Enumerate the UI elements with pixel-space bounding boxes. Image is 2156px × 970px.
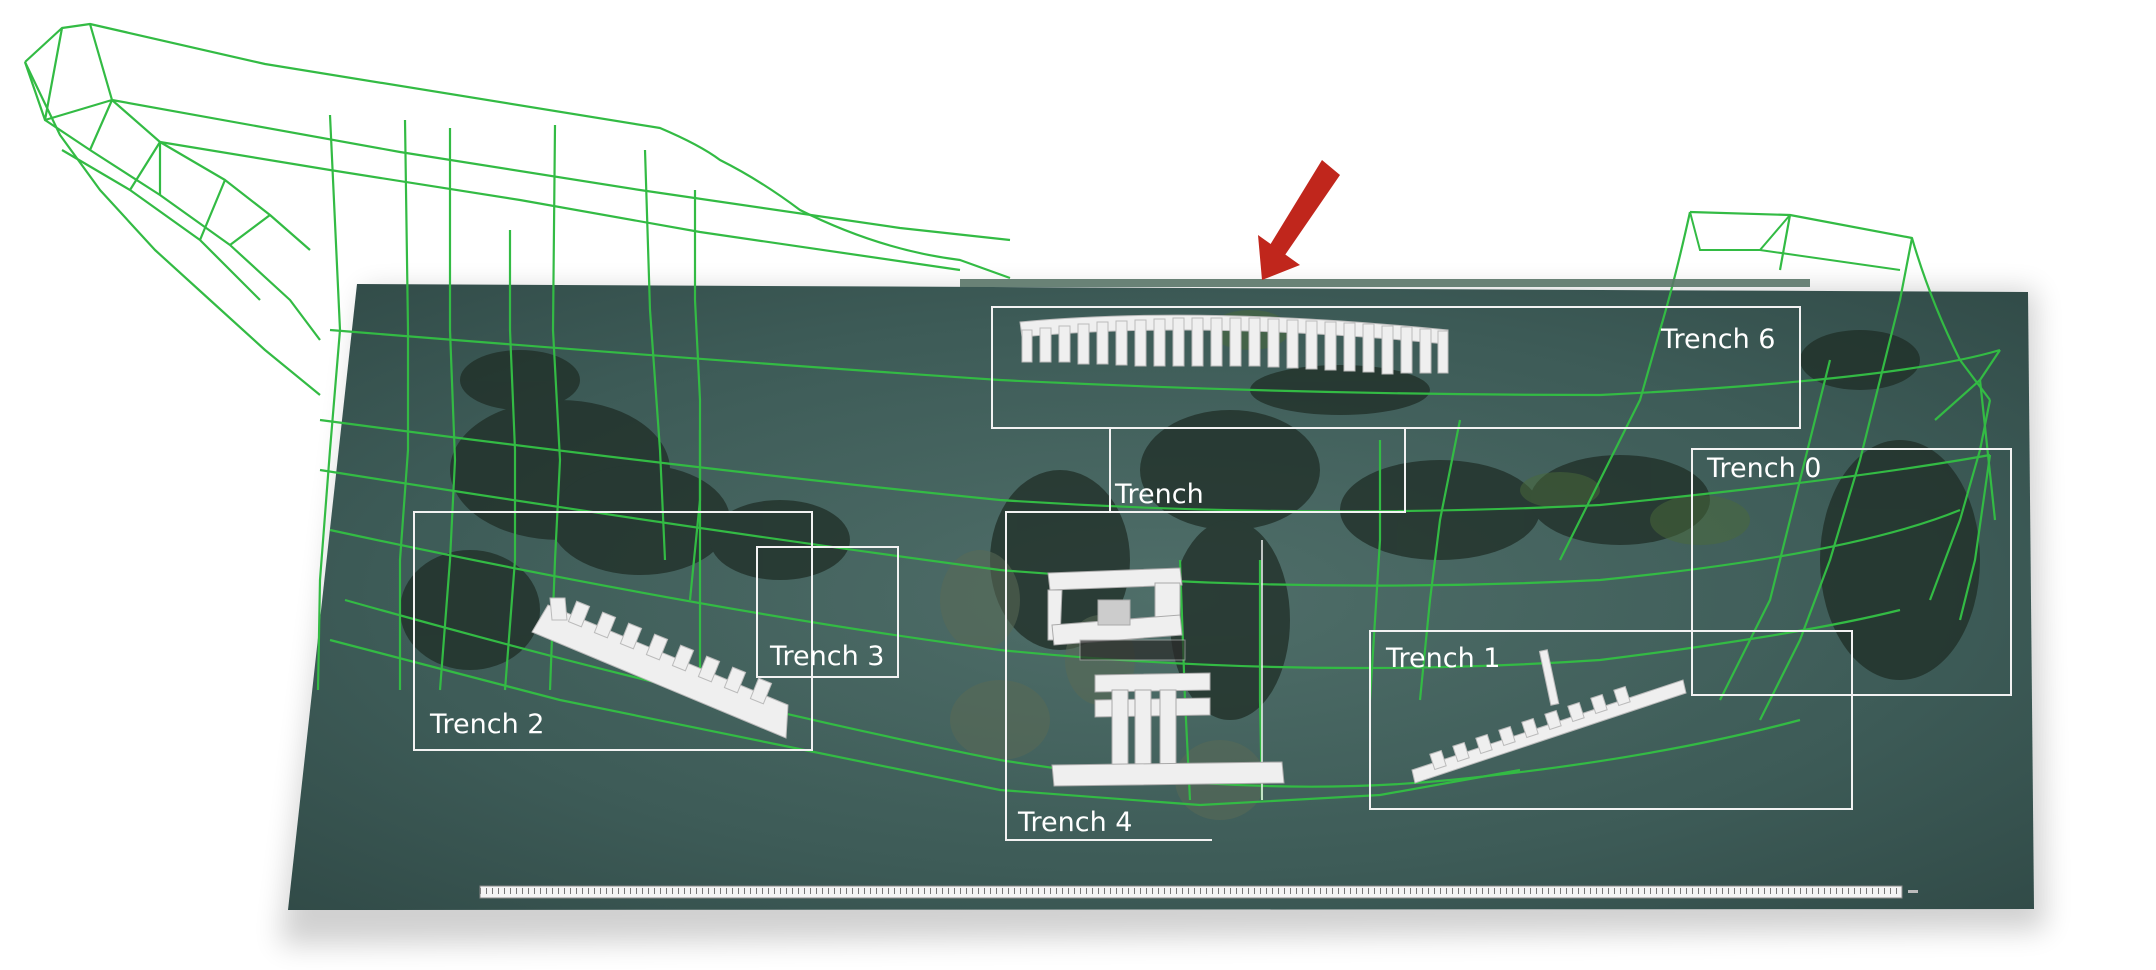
trench-5-label: Trench bbox=[1114, 479, 1204, 510]
trench-1-keel bbox=[1411, 649, 1687, 784]
scale-bar-icon bbox=[479, 885, 1918, 899]
bow-rails bbox=[1689, 211, 1901, 271]
trench-1-outline bbox=[1369, 630, 1853, 810]
trench-3-label: Trench 3 bbox=[769, 641, 884, 672]
down-left-arrow-icon bbox=[1258, 160, 1340, 280]
trench-6-frames bbox=[1019, 314, 1449, 375]
trench-4-label: Trench 4 bbox=[1017, 807, 1132, 838]
trench-0-label: Trench 0 bbox=[1706, 453, 1821, 484]
trench-1-label: Trench 1 bbox=[1385, 643, 1500, 674]
trench-2-keel bbox=[531, 597, 789, 739]
trench-6-label: Trench 6 bbox=[1660, 324, 1775, 355]
trench-4-timbers bbox=[1047, 567, 1285, 787]
trench-2-outline bbox=[413, 511, 813, 751]
seabed-top-edge bbox=[960, 279, 1810, 287]
trench-2-label: Trench 2 bbox=[429, 709, 544, 740]
trench-6-outline bbox=[991, 306, 1801, 429]
trench-outlines bbox=[413, 306, 2012, 841]
timber-models bbox=[531, 314, 1687, 787]
trench-3-outline bbox=[756, 546, 899, 678]
trench-labels: Trench 6 Trench Trench 0 Trench 1 Trench… bbox=[429, 324, 1821, 838]
trench-4-outline bbox=[1005, 511, 1262, 841]
